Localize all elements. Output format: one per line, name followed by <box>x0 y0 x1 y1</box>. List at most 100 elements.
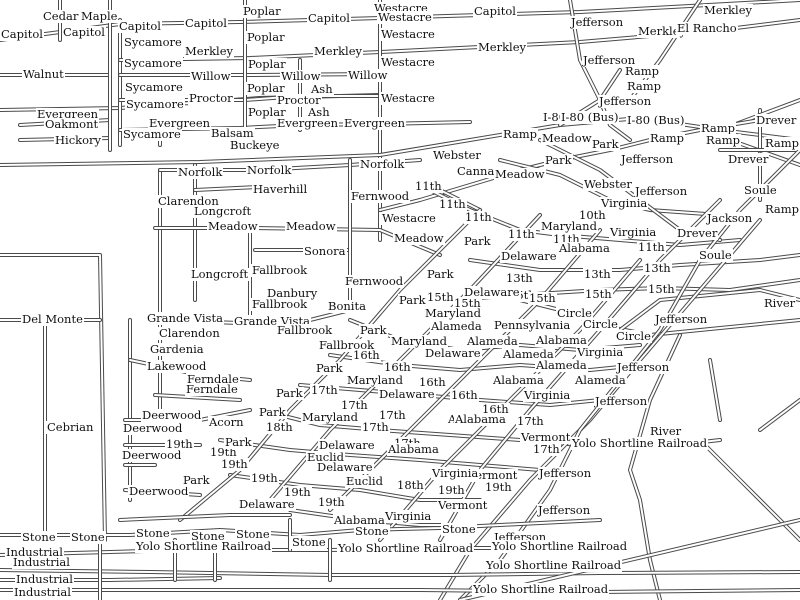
street-label: El Rancho <box>676 21 738 35</box>
street-label: I-80 (Bus) <box>560 110 620 124</box>
street-label: Park <box>258 405 287 419</box>
street-label: Oakmont <box>44 117 100 131</box>
street-label: Clarendon <box>158 326 221 340</box>
street-label: 11th <box>414 179 443 193</box>
street-label: Maple <box>80 9 119 23</box>
street-label: Lakewood <box>146 359 208 373</box>
road <box>119 514 291 521</box>
street-label: Capitol <box>62 25 106 39</box>
street-label: Del Monte <box>21 312 84 326</box>
street-label: Evergreen <box>276 116 340 130</box>
street-label: 17th <box>516 414 545 428</box>
street-label: Westacre <box>380 91 436 105</box>
street-label: Alabama <box>535 333 588 347</box>
street-label: Ramp <box>649 131 686 145</box>
street-label: 17th <box>310 383 339 397</box>
street-label: 15th <box>528 291 557 305</box>
street-label: Sycamore <box>125 97 185 111</box>
street-label: Stone <box>190 529 226 543</box>
street-label: Stone <box>135 526 171 540</box>
street-label: Park <box>182 473 211 487</box>
street-label: Norfolk <box>246 163 293 177</box>
street-label: Sycamore <box>123 56 183 70</box>
street-label: Ash <box>307 105 331 119</box>
street-label: Canna <box>456 164 496 178</box>
street-label: Park <box>275 386 304 400</box>
street-label: Virginia <box>609 225 658 239</box>
street-label: Poplar <box>242 4 282 18</box>
street-label: Delaware <box>238 497 296 511</box>
street-label: Jefferson <box>634 184 689 198</box>
street-label: Yolo Shortline Railroad <box>337 541 475 555</box>
street-label: Westacre <box>381 211 437 225</box>
street-label: Evergreen <box>148 116 212 130</box>
street-label: Virginia <box>431 466 480 480</box>
street-label: Deerwood <box>122 421 184 435</box>
street-label: 13th <box>583 267 612 281</box>
street-label: Delaware <box>463 285 521 299</box>
street-label: 19th <box>250 471 279 485</box>
street-label: Gardenia <box>149 342 205 356</box>
street-label: 17th <box>532 442 561 456</box>
road <box>599 99 631 141</box>
street-label: Delaware <box>378 387 436 401</box>
road <box>629 334 681 600</box>
street-label: Circle <box>556 306 593 320</box>
street-label: 10th <box>578 208 607 222</box>
street-label: Drever <box>755 113 798 127</box>
street-label: Jefferson <box>598 94 653 108</box>
street-label: Maryland <box>346 373 404 387</box>
street-label: Merkley <box>703 3 754 17</box>
street-label: Haverhill <box>252 182 309 196</box>
street-label: Virginia <box>600 196 649 210</box>
street-label: Yolo Shortline Railroad <box>135 539 273 553</box>
street-label: Ramp <box>624 64 661 78</box>
street-label: Stone <box>21 530 57 544</box>
street-label: Euclid <box>345 474 384 488</box>
street-label: Circle <box>615 329 652 343</box>
street-label: 16th <box>352 348 381 362</box>
street-label: Drever <box>727 152 770 166</box>
street-label: Yolo Shortline Railroad <box>485 558 623 572</box>
street-label: Cebrian <box>46 420 95 434</box>
street-label: Stone <box>354 524 390 538</box>
street-label: Jefferson <box>654 312 709 326</box>
street-label: Capitol <box>307 11 351 25</box>
street-label: Park <box>398 293 427 307</box>
street-label: Jefferson <box>570 15 625 29</box>
street-label: Deerwood <box>128 484 190 498</box>
street-label: Westacre <box>380 55 436 69</box>
street-label: Fallbrook <box>251 263 309 277</box>
street-label: Alameda <box>430 319 483 333</box>
street-label: 19th <box>317 495 346 509</box>
street-label: 17th <box>361 420 390 434</box>
street-label: 15th <box>426 290 455 304</box>
street-label: 17th <box>340 398 369 412</box>
street-label: Virginia <box>523 388 572 402</box>
street-label: Yolo Shortline Railroad <box>472 582 610 596</box>
street-label: Park <box>224 435 253 449</box>
street-label: Poplar <box>247 57 287 71</box>
road <box>329 229 601 511</box>
street-label: Jefferson <box>582 53 637 67</box>
road <box>0 254 106 541</box>
street-label: Ash <box>310 82 334 96</box>
street-label: Webster <box>432 148 482 162</box>
street-label: Longcroft <box>190 267 250 281</box>
street-label: Virginia <box>384 509 433 523</box>
street-label: Ramp <box>705 133 742 147</box>
street-label: Merkley <box>313 44 364 58</box>
street-label: Maryland <box>301 410 359 424</box>
street-label: 18th <box>265 420 294 434</box>
street-label: 13th <box>505 271 534 285</box>
street-label: Capitol <box>0 27 44 41</box>
street-label: Meadow <box>541 131 593 145</box>
street-label: Soule <box>698 248 733 262</box>
street-label: Merkley <box>184 44 235 58</box>
street-label: Evergreen <box>36 107 100 121</box>
street-label: 15th <box>453 296 482 310</box>
street-label: 11th <box>464 210 493 224</box>
street-label: Hickory <box>54 133 103 147</box>
street-label: Webster <box>583 177 633 191</box>
